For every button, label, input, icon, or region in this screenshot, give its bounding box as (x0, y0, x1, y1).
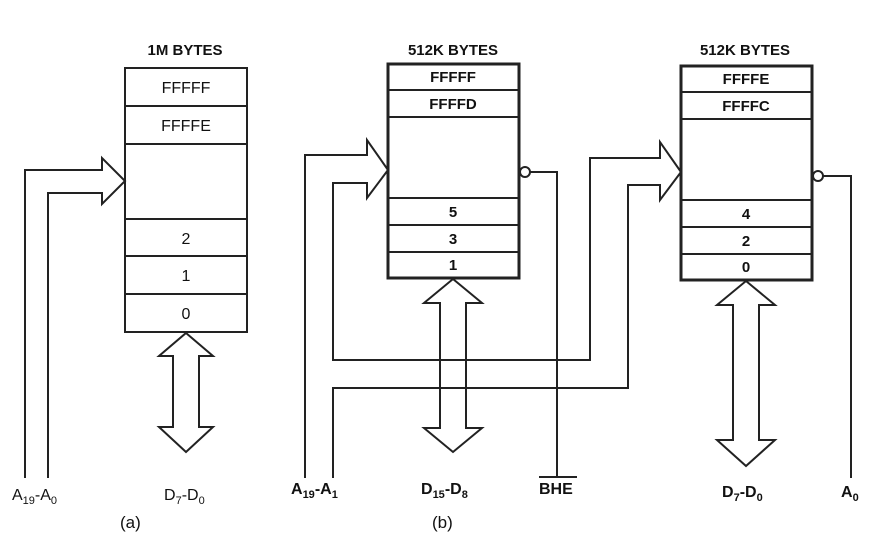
cell-a-0: FFFFF (162, 80, 211, 97)
high-bank-title: 512K BYTES (408, 42, 498, 59)
cell-low-3: 2 (742, 233, 750, 250)
cell-high-4: 1 (449, 257, 457, 274)
data-bus-arrow-a (156, 331, 216, 454)
cell-high-3: 3 (449, 231, 457, 248)
bhe-label: BHE (539, 481, 573, 498)
cell-a-1: FFFFE (161, 118, 211, 135)
cell-low-0: FFFFE (723, 71, 770, 88)
low-bank-title: 512K BYTES (700, 42, 790, 59)
data-label-a: D7-D0 (164, 487, 205, 507)
address-label-a: A19-A0 (12, 487, 57, 507)
bhe-line (530, 171, 558, 478)
address-label-b: A19-A1 (291, 481, 338, 501)
data-bus-arrow-low (714, 279, 778, 468)
cell-low-1: FFFFC (722, 98, 770, 115)
data-label-low: D7-D0 (722, 484, 763, 504)
diagram-a: 1M BYTES FFFFF FFFFE 2 1 0 A19-A0 D7-D0 … (12, 42, 248, 532)
data-label-high: D15-D8 (421, 481, 468, 501)
diagram-b: 512K BYTES FFFFF FFFFD 5 3 1 512K BYTES … (291, 42, 859, 532)
cell-a-3: 1 (182, 268, 191, 285)
cell-low-2: 4 (742, 206, 751, 223)
a0-line (823, 175, 852, 478)
cell-high-2: 5 (449, 204, 457, 221)
memory-block-1m (124, 67, 248, 333)
address-bus-arrow-b (304, 136, 683, 478)
data-bus-arrow-high (421, 277, 485, 454)
cell-high-0: FFFFF (430, 69, 476, 86)
diagram-a-title: 1M BYTES (147, 42, 222, 59)
high-bank-select-bubble (519, 166, 531, 178)
low-bank-select-bubble (812, 170, 824, 182)
a0-label: A0 (841, 484, 859, 504)
address-bus-arrow-a (24, 155, 127, 478)
cell-low-4: 0 (742, 259, 750, 276)
cell-high-1: FFFFD (429, 96, 477, 113)
cell-a-2: 2 (182, 231, 191, 248)
caption-a: (a) (120, 513, 141, 532)
cell-a-4: 0 (182, 306, 191, 323)
caption-b: (b) (432, 513, 453, 532)
